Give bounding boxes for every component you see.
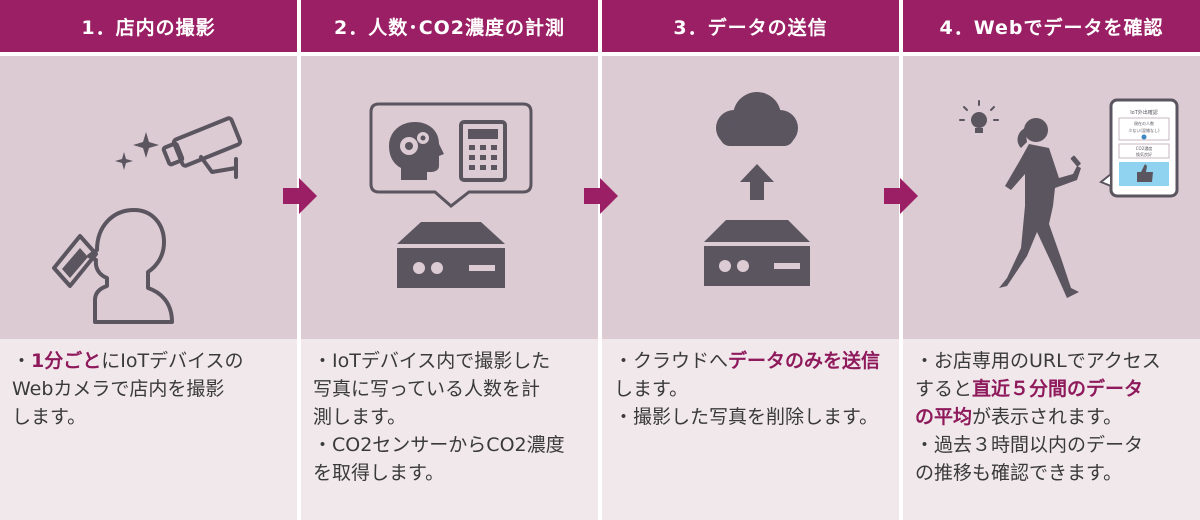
step-3-panel: 3．データの送信 [602, 0, 899, 520]
iot-device-icon [704, 220, 810, 286]
flow-arrow-icon [283, 178, 317, 214]
step-1-description: ・1分ごとにIoTデバイスの Webカメラで店内を撮影 します。 [0, 339, 297, 520]
step-3-icons [704, 92, 810, 286]
step-2-desc-line: ・CO2センサーからCO2濃度 [313, 434, 565, 456]
step-1-desc-line: します。 [12, 406, 87, 428]
step-2-icons [369, 102, 533, 288]
step-4-header: 4．Webでデータを確認 [903, 0, 1200, 52]
step-2-description: ・IoTデバイス内で撮影した 写真に写っている人数を計 測します。 ・CO2セン… [301, 339, 598, 520]
step-2-desc-line: を取得します。 [313, 462, 445, 484]
upload-arrow-icon [740, 164, 774, 200]
step-3-description: ・クラウドへデータのみを送信 します。 ・撮影した写真を削除します。 [602, 339, 899, 520]
calculator-icon [459, 120, 507, 182]
iot-device-icon [397, 222, 505, 288]
step-4-icons: IoT外出確認 現在の人数 少ない(混雑なし) CO2濃度 換気良好 [959, 98, 1179, 298]
step-3-illustration [602, 56, 899, 339]
phone-row-value: 少ない(混雑なし) [1128, 127, 1160, 133]
step-3-header: 3．データの送信 [602, 0, 899, 52]
step-4-desc-line: ・お店専用のURLでアクセス [915, 350, 1161, 372]
step-1-panel: 1．店内の撮影 [0, 0, 297, 520]
phone-screen-icon: IoT外出確認 現在の人数 少ない(混雑なし) CO2濃度 換気良好 [1099, 98, 1179, 198]
flow-arrow-icon [584, 178, 618, 214]
phone-row-label: CO2濃度 [1136, 145, 1153, 151]
step-2-desc-line: 写真に写っている人数を計 [313, 378, 541, 400]
step-1-desc-line: Webカメラで店内を撮影 [12, 378, 225, 400]
person-head-icon [87, 208, 174, 324]
smartphone-camera-icon [52, 234, 98, 288]
step-4-illustration: IoT外出確認 現在の人数 少ない(混雑なし) CO2濃度 換気良好 [903, 56, 1200, 339]
step-4-desc-line: ・過去３時間以内のデータ [915, 434, 1144, 456]
step-1-desc-line: ・1分ごとにIoTデバイスの [12, 350, 244, 372]
step-2-panel: 2．人数･CO2濃度の計測 [301, 0, 598, 520]
step-1-header: 1．店内の撮影 [0, 0, 297, 52]
step-1-illustration [0, 56, 297, 339]
step-4-description: ・お店専用のURLでアクセス すると直近５分間のデータ の平均が表示されます。 … [903, 339, 1200, 520]
phone-row-label: 現在の人数 [1134, 120, 1154, 126]
cloud-icon [716, 92, 798, 146]
flow-arrow-icon [884, 178, 918, 214]
step-3-desc-line: します。 [614, 378, 689, 400]
step-4-desc-line: の推移も確認できます。 [915, 462, 1123, 484]
security-camera-icon [161, 116, 243, 179]
walking-person-icon [999, 118, 1081, 298]
sparkle-icon [115, 132, 159, 170]
step-4-panel: 4．Webでデータを確認 [903, 0, 1200, 520]
step-1-icons [52, 116, 243, 324]
step-4-desc-line: すると直近５分間のデータ [915, 378, 1144, 400]
step-2-illustration [301, 56, 598, 339]
step-4-desc-line: の平均が表示されます。 [915, 406, 1123, 428]
step-3-desc-line: ・クラウドへデータのみを送信 [614, 350, 881, 372]
lightbulb-icon [959, 100, 999, 133]
step-2-desc-line: 測します。 [313, 406, 407, 428]
phone-title: IoT外出確認 [1130, 109, 1158, 116]
phone-row-value: 換気良好 [1136, 151, 1152, 157]
gear-head-icon [389, 122, 444, 180]
step-3-desc-line: ・撮影した写真を削除します。 [614, 406, 879, 428]
speech-bubble-icon [369, 102, 533, 208]
step-2-header: 2．人数･CO2濃度の計測 [301, 0, 598, 52]
step-2-desc-line: ・IoTデバイス内で撮影した [313, 350, 551, 372]
